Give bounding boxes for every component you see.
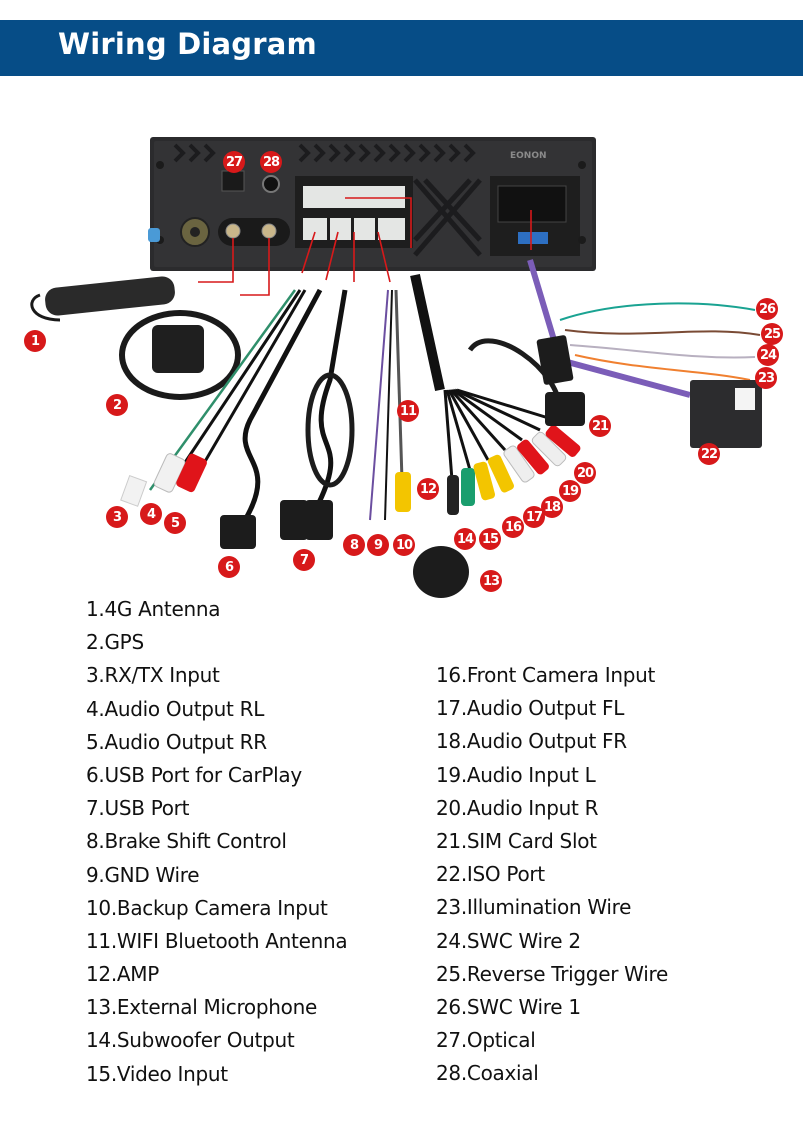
callout-28: 28	[260, 151, 282, 173]
4g-antenna	[45, 276, 175, 316]
rca-red	[176, 453, 207, 493]
legend-item: 1.4G Antenna	[86, 597, 221, 621]
legend-item: 11.WIFI Bluetooth Antenna	[86, 928, 348, 953]
legend-item: 21.SIM Card Slot	[436, 828, 597, 853]
callout-19: 19	[559, 480, 581, 502]
callout-13: 13	[480, 570, 502, 592]
rca-green	[461, 468, 475, 506]
callout-2: 2	[106, 394, 128, 416]
callout-10: 10	[393, 534, 415, 556]
legend-item: 2.GPS	[86, 630, 144, 655]
legend-item: 18.Audio Output FR	[436, 729, 627, 754]
legend-column-left: 1.4G Antenna 2.GPS 3.RX/TX Input 4.Audio…	[86, 593, 348, 1091]
callout-7: 7	[293, 549, 315, 571]
legend-item: 10.Backup Camera Input	[86, 895, 328, 920]
callout-1: 1	[24, 330, 46, 352]
leader-lines	[198, 197, 532, 296]
optical-port	[221, 170, 245, 192]
gps-puck	[152, 325, 204, 373]
callout-4: 4	[140, 503, 162, 525]
legend-item: 12.AMP	[86, 962, 160, 987]
legend-item: 16.Front Camera Input	[436, 663, 656, 687]
callout-11: 11	[397, 400, 419, 422]
callout-27: 27	[223, 151, 245, 173]
legend-item: 27.Optical	[436, 1028, 536, 1053]
legend-item: 5.Audio Output RR	[86, 729, 267, 754]
legend-item: 26.SWC Wire 1	[436, 994, 581, 1019]
callout-9: 9	[367, 534, 389, 556]
callout-20: 20	[574, 462, 596, 484]
brand-logo: EONON	[510, 151, 547, 161]
subwoofer-plug	[447, 475, 459, 515]
accessories	[30, 259, 762, 598]
legend-item: 20.Audio Input R	[436, 795, 599, 820]
legend-item: 9.GND Wire	[86, 862, 200, 887]
backup-camera-rca	[395, 472, 411, 512]
callout-17: 17	[523, 506, 545, 528]
sim-slot	[545, 392, 585, 426]
legend-item: 14.Subwoofer Output	[86, 1028, 295, 1053]
legend-item: 7.USB Port	[86, 796, 190, 821]
heatsink-ribs	[173, 143, 476, 163]
callout-18: 18	[541, 496, 563, 518]
callout-3: 3	[106, 506, 128, 528]
legend-column-right: 16.Front Camera Input 17.Audio Output FL…	[436, 659, 668, 1090]
callout-8: 8	[343, 534, 365, 556]
usb-port-b	[305, 500, 333, 540]
legend-item: 23.Illumination Wire	[436, 895, 632, 920]
ground-post	[148, 228, 160, 242]
legend-item: 25.Reverse Trigger Wire	[436, 961, 668, 986]
wiring-diagram: EONON	[0, 100, 803, 600]
callout-22: 22	[698, 443, 720, 465]
callout-14: 14	[454, 528, 476, 550]
callout-21: 21	[589, 415, 611, 437]
callout-15: 15	[479, 528, 501, 550]
legend-item: 8.Brake Shift Control	[86, 829, 287, 854]
legend-item: 22.ISO Port	[436, 862, 545, 887]
usb-carplay	[220, 515, 256, 549]
head-unit: EONON	[148, 137, 596, 271]
legend-item: 4.Audio Output RL	[86, 696, 265, 721]
gps-cable	[119, 310, 241, 400]
legend-item: 6.USB Port for CarPlay	[86, 762, 302, 787]
legend-item: 3.RX/TX Input	[86, 663, 220, 688]
page-title: Wiring Diagram	[58, 27, 317, 61]
callout-5: 5	[164, 512, 186, 534]
legend-item: 13.External Microphone	[86, 995, 317, 1020]
legend-item: 15.Video Input	[86, 1061, 228, 1086]
callout-16: 16	[502, 516, 524, 538]
callout-12: 12	[417, 478, 439, 500]
legend-item: 17.Audio Output FL	[436, 696, 625, 721]
rxtx-connector	[120, 475, 148, 507]
x-heatsink	[413, 178, 482, 257]
callout-23: 23	[755, 367, 777, 389]
callout-24: 24	[757, 344, 779, 366]
header-bar: Wiring Diagram	[0, 20, 803, 76]
4g-port	[225, 223, 241, 239]
legend-item: 19.Audio Input L	[436, 762, 596, 787]
callout-6: 6	[218, 556, 240, 578]
usb-port-a	[280, 500, 308, 540]
coaxial-port	[262, 175, 280, 193]
diagram-illustration: EONON	[30, 137, 762, 598]
callout-25: 25	[761, 323, 783, 345]
callout-26: 26	[756, 298, 778, 320]
microphone	[413, 546, 469, 598]
legend-item: 28.Coaxial	[436, 1061, 539, 1086]
gps-port	[261, 223, 277, 239]
legend-item: 24.SWC Wire 2	[436, 928, 581, 953]
